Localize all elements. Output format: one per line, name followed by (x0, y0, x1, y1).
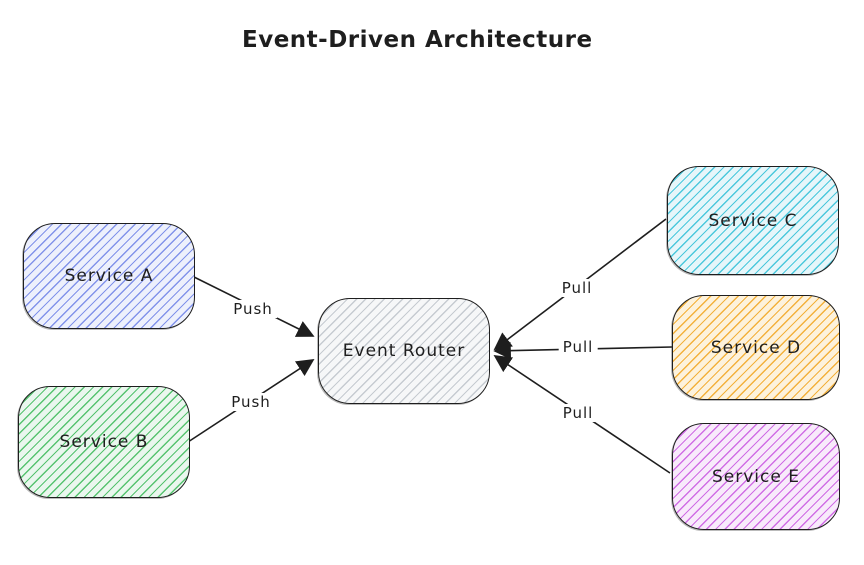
node-service-e-label: Service E (712, 466, 800, 487)
node-service-c: Service C (667, 166, 839, 275)
node-service-c-label: Service C (708, 210, 798, 231)
edge-label-push-b: Push (227, 393, 275, 411)
node-service-d-label: Service D (710, 337, 802, 358)
diagram-title: Event-Driven Architecture (242, 27, 593, 53)
edge-label-pull-e: Pull (558, 404, 598, 422)
node-service-b-label: Service B (59, 432, 149, 452)
node-service-b: Service B (18, 386, 190, 498)
edge-label-push-a: Push (229, 300, 277, 318)
node-service-d: Service D (672, 295, 840, 400)
node-service-e: Service E (672, 423, 840, 530)
node-service-a-label: Service A (64, 266, 154, 286)
node-event-router: Event Router (318, 298, 490, 404)
edge-label-pull-d: Pull (558, 338, 598, 356)
edge-label-pull-c: Pull (557, 279, 597, 297)
node-event-router-label: Event Router (342, 341, 466, 361)
node-service-a: Service A (23, 223, 195, 329)
